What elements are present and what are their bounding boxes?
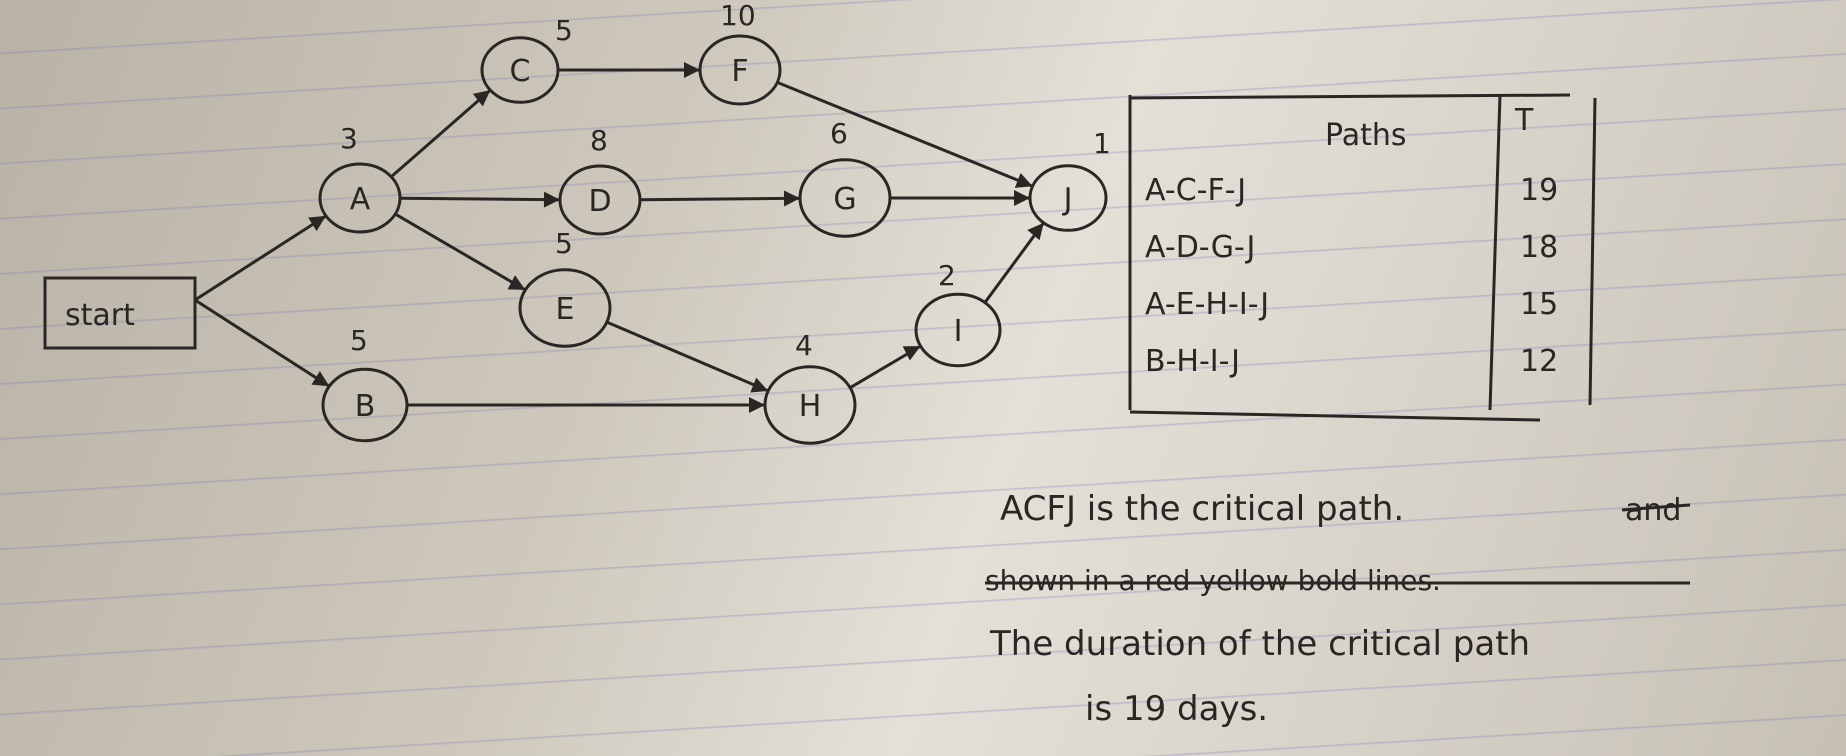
node-b-duration: 5 [350, 324, 368, 357]
arrowhead-c-f [684, 62, 700, 78]
note-line4: is 19 days. [1085, 689, 1268, 729]
arrowhead-start-a [308, 215, 326, 232]
node-b-label: B [355, 389, 376, 424]
table-row-t: 12 [1520, 344, 1558, 379]
node-c-label: C [510, 54, 531, 89]
node-d-circle [558, 164, 642, 236]
edge-f-j [776, 80, 1034, 188]
node-h-duration: 4 [795, 329, 813, 362]
node-a-label: A [350, 182, 371, 217]
table-row-path: B-H-I-J [1145, 344, 1240, 379]
node-h-circle [763, 365, 857, 445]
start-label: start [65, 298, 135, 333]
edge-a-d [399, 196, 561, 202]
edge-i-j [983, 221, 1045, 304]
strikethrough-1 [1621, 503, 1691, 512]
node-g-circle [798, 158, 892, 238]
node-i-duration: 2 [938, 259, 956, 292]
edges-group [194, 62, 1045, 413]
node-f-label: F [731, 54, 748, 89]
node-i-circle [914, 292, 1002, 368]
table-rows: A-C-F-J 19A-D-G-J 18A-E-H-I-J 15B-H-I-J 12 [1145, 173, 1558, 379]
node-a-duration: 3 [340, 122, 358, 155]
edge-start-a [194, 214, 327, 302]
node-c-duration: 5 [555, 14, 573, 47]
table-row-path: A-C-F-J [1145, 173, 1246, 208]
arrowhead-f-j [1014, 172, 1033, 188]
node-f-duration: 10 [720, 0, 756, 32]
node-d-label: D [588, 184, 611, 219]
arrowhead-g-j [1014, 190, 1030, 206]
arrowhead-a-c [472, 90, 491, 107]
table-divider [1488, 94, 1502, 411]
node-f-circle [698, 34, 782, 106]
edge-start-b [194, 298, 331, 388]
notes-block: ACFJ is the critical path. and shown in … [985, 489, 1691, 729]
node-c-circle [480, 36, 560, 104]
table-row-t: 18 [1520, 230, 1558, 265]
node-a-circle [318, 162, 402, 234]
arrowhead-a-d [543, 191, 561, 208]
node-e-label: E [556, 292, 575, 327]
table-header-paths: Paths [1325, 118, 1407, 153]
edge-d-g [639, 196, 801, 202]
table-top-border [1129, 93, 1571, 100]
node-j-label: J [1062, 182, 1073, 217]
arrowhead-e-h [750, 377, 769, 393]
table-bottom-border [1129, 410, 1541, 422]
arrowhead-h-i [902, 346, 921, 361]
node-j-duration: 1 [1093, 127, 1111, 160]
table-row-t: 15 [1520, 287, 1558, 322]
table-row-t: 19 [1520, 173, 1558, 208]
edge-e-h [606, 320, 769, 393]
table-row-path: A-E-H-I-J [1145, 287, 1269, 322]
node-d-duration: 8 [590, 124, 608, 157]
arrowhead-b-h [749, 397, 765, 413]
edge-a-e [394, 212, 527, 292]
table-header-t: T [1514, 103, 1534, 138]
arrowhead-d-g [783, 190, 801, 207]
table-row-path: A-D-G-J [1145, 230, 1255, 265]
start-box [43, 276, 197, 350]
node-j-circle [1028, 164, 1108, 232]
node-i-label: I [954, 314, 963, 349]
note-line2-struck: shown in a red yellow bold lines. [985, 564, 1441, 597]
node-e-duration: 5 [555, 227, 573, 260]
arrowhead-i-j [1027, 222, 1044, 241]
paths-table: Paths T A-C-F-J 19A-D-G-J 18A-E-H-I-J 15B-H… [1128, 93, 1597, 422]
node-g-label: G [833, 182, 856, 217]
table-right-border [1588, 97, 1597, 406]
node-g-duration: 6 [830, 117, 848, 150]
arrowhead-a-e [507, 275, 526, 290]
node-h-label: H [799, 389, 822, 424]
note-line3: The duration of the critical path [989, 624, 1530, 664]
edge-a-c [390, 89, 492, 178]
note-line1: ACFJ is the critical path. [1000, 489, 1404, 529]
arrowhead-start-b [311, 371, 330, 387]
node-e-circle [518, 268, 612, 348]
node-b-circle [321, 367, 409, 443]
